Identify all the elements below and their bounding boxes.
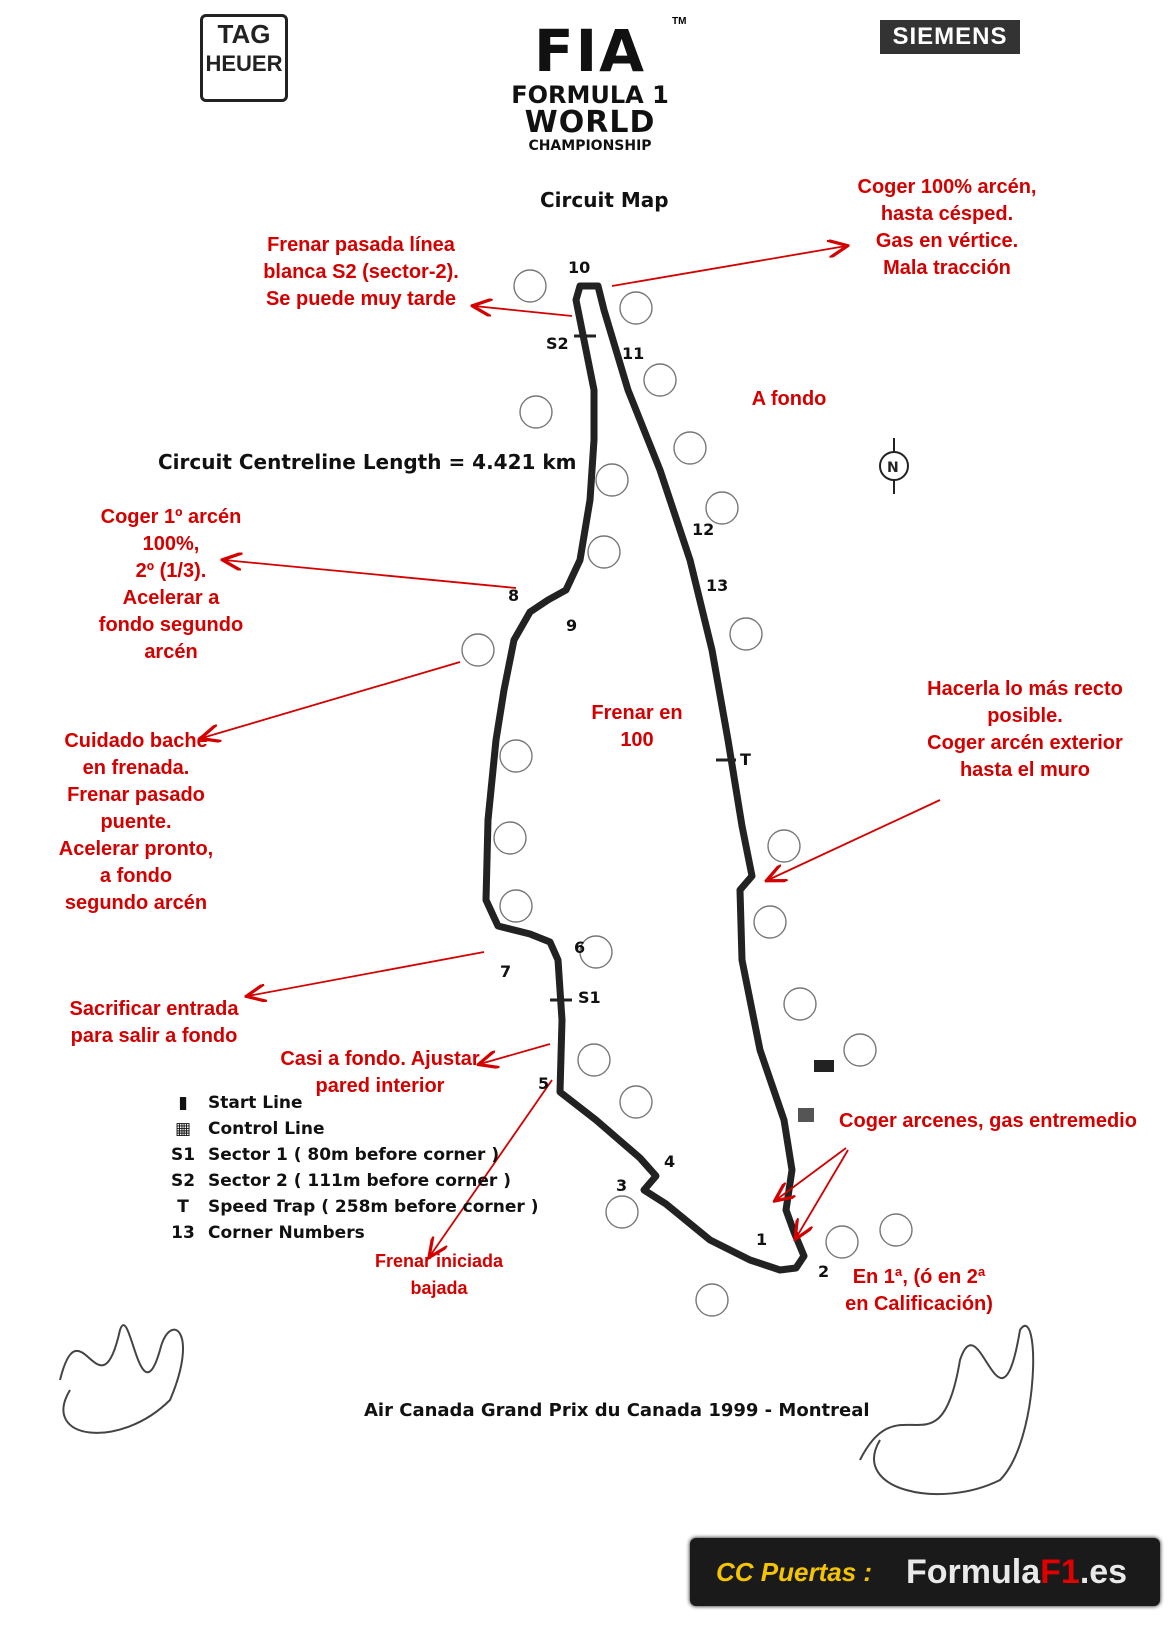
corner-1: 1 [756, 1230, 768, 1249]
corner-10: 10 [568, 258, 591, 277]
fia-tm: TM [672, 16, 687, 27]
fia-line2: WORLD [524, 105, 656, 140]
map-legend: ▮ Start Line ▦ Control Line S1 Sector 1 … [158, 1090, 539, 1246]
legend-row: ▮ Start Line [158, 1090, 539, 1116]
corner-2: 2 [818, 1262, 830, 1281]
note-corner-10: Coger 100% arcén,hasta césped.Gas en vér… [857, 176, 1037, 279]
gear-circles-annotations [461, 269, 913, 1317]
note-arcenes: Coger arcenes, gas entremedio [839, 1110, 1137, 1132]
corner-11: 11 [622, 344, 645, 363]
siemens-logo: SIEMENS [880, 20, 1020, 54]
corner-12: 12 [692, 520, 715, 539]
start-line-marker [814, 1060, 834, 1072]
corner-3: 3 [616, 1176, 628, 1195]
fia-line3: CHAMPIONSHIP [528, 138, 652, 154]
signature-right [859, 1325, 1035, 1496]
fia-f1-logo: FIA FORMULA 1 WORLD CHAMPIONSHIP [510, 20, 670, 154]
speed-trap-marker: T [740, 750, 751, 769]
legend-row: S2 Sector 2 ( 111m before corner ) [170, 1171, 511, 1191]
corner-4: 4 [664, 1152, 676, 1171]
sector-2-marker: S2 [546, 334, 569, 353]
corner-6: 6 [574, 938, 586, 957]
legend-row: S1 Sector 1 ( 80m before corner ) [170, 1145, 500, 1165]
corner-7: 7 [500, 962, 512, 981]
corner-9: 9 [566, 616, 578, 635]
circuit-length: Circuit Centreline Length = 4.421 km [158, 450, 577, 474]
corner-8: 8 [508, 586, 520, 605]
legend-row: T Speed Trap ( 258m before corner ) [177, 1197, 539, 1217]
sector-1-marker: S1 [578, 988, 601, 1007]
start-line-icon: ▮ [178, 1093, 188, 1113]
svg-text:N: N [887, 460, 899, 476]
corner-13: 13 [706, 576, 729, 595]
circuit-map-title: Circuit Map [540, 188, 669, 212]
grand-prix-footer: Air Canada Grand Prix du Canada 1999 - M… [364, 1400, 870, 1421]
track-outline [482, 282, 808, 1274]
corner-5: 5 [538, 1074, 550, 1093]
signature-left [59, 1324, 184, 1434]
legend-row: 13 Corner Numbers [171, 1223, 365, 1243]
fia-line1: FORMULA 1 [511, 81, 669, 109]
legend-row: ▦ Control Line [158, 1116, 539, 1142]
control-line-marker [798, 1108, 814, 1122]
credit-banner: CC Puertas : FormulaF1.es [690, 1538, 1160, 1606]
tag-heuer-line2: HEUER [205, 51, 283, 76]
compass-north-icon: N [879, 438, 909, 494]
note-corner-11: A fondo [751, 388, 827, 410]
fia-letters: FIA [533, 17, 647, 85]
tag-heuer-logo: TAG HEUER [200, 14, 288, 102]
credit-site: FormulaF1.es [906, 1552, 1128, 1591]
checkered-flag-icon: ▦ [174, 1119, 192, 1139]
tag-heuer-line1: TAG [217, 19, 271, 49]
credit-author: CC Puertas : [716, 1556, 873, 1587]
